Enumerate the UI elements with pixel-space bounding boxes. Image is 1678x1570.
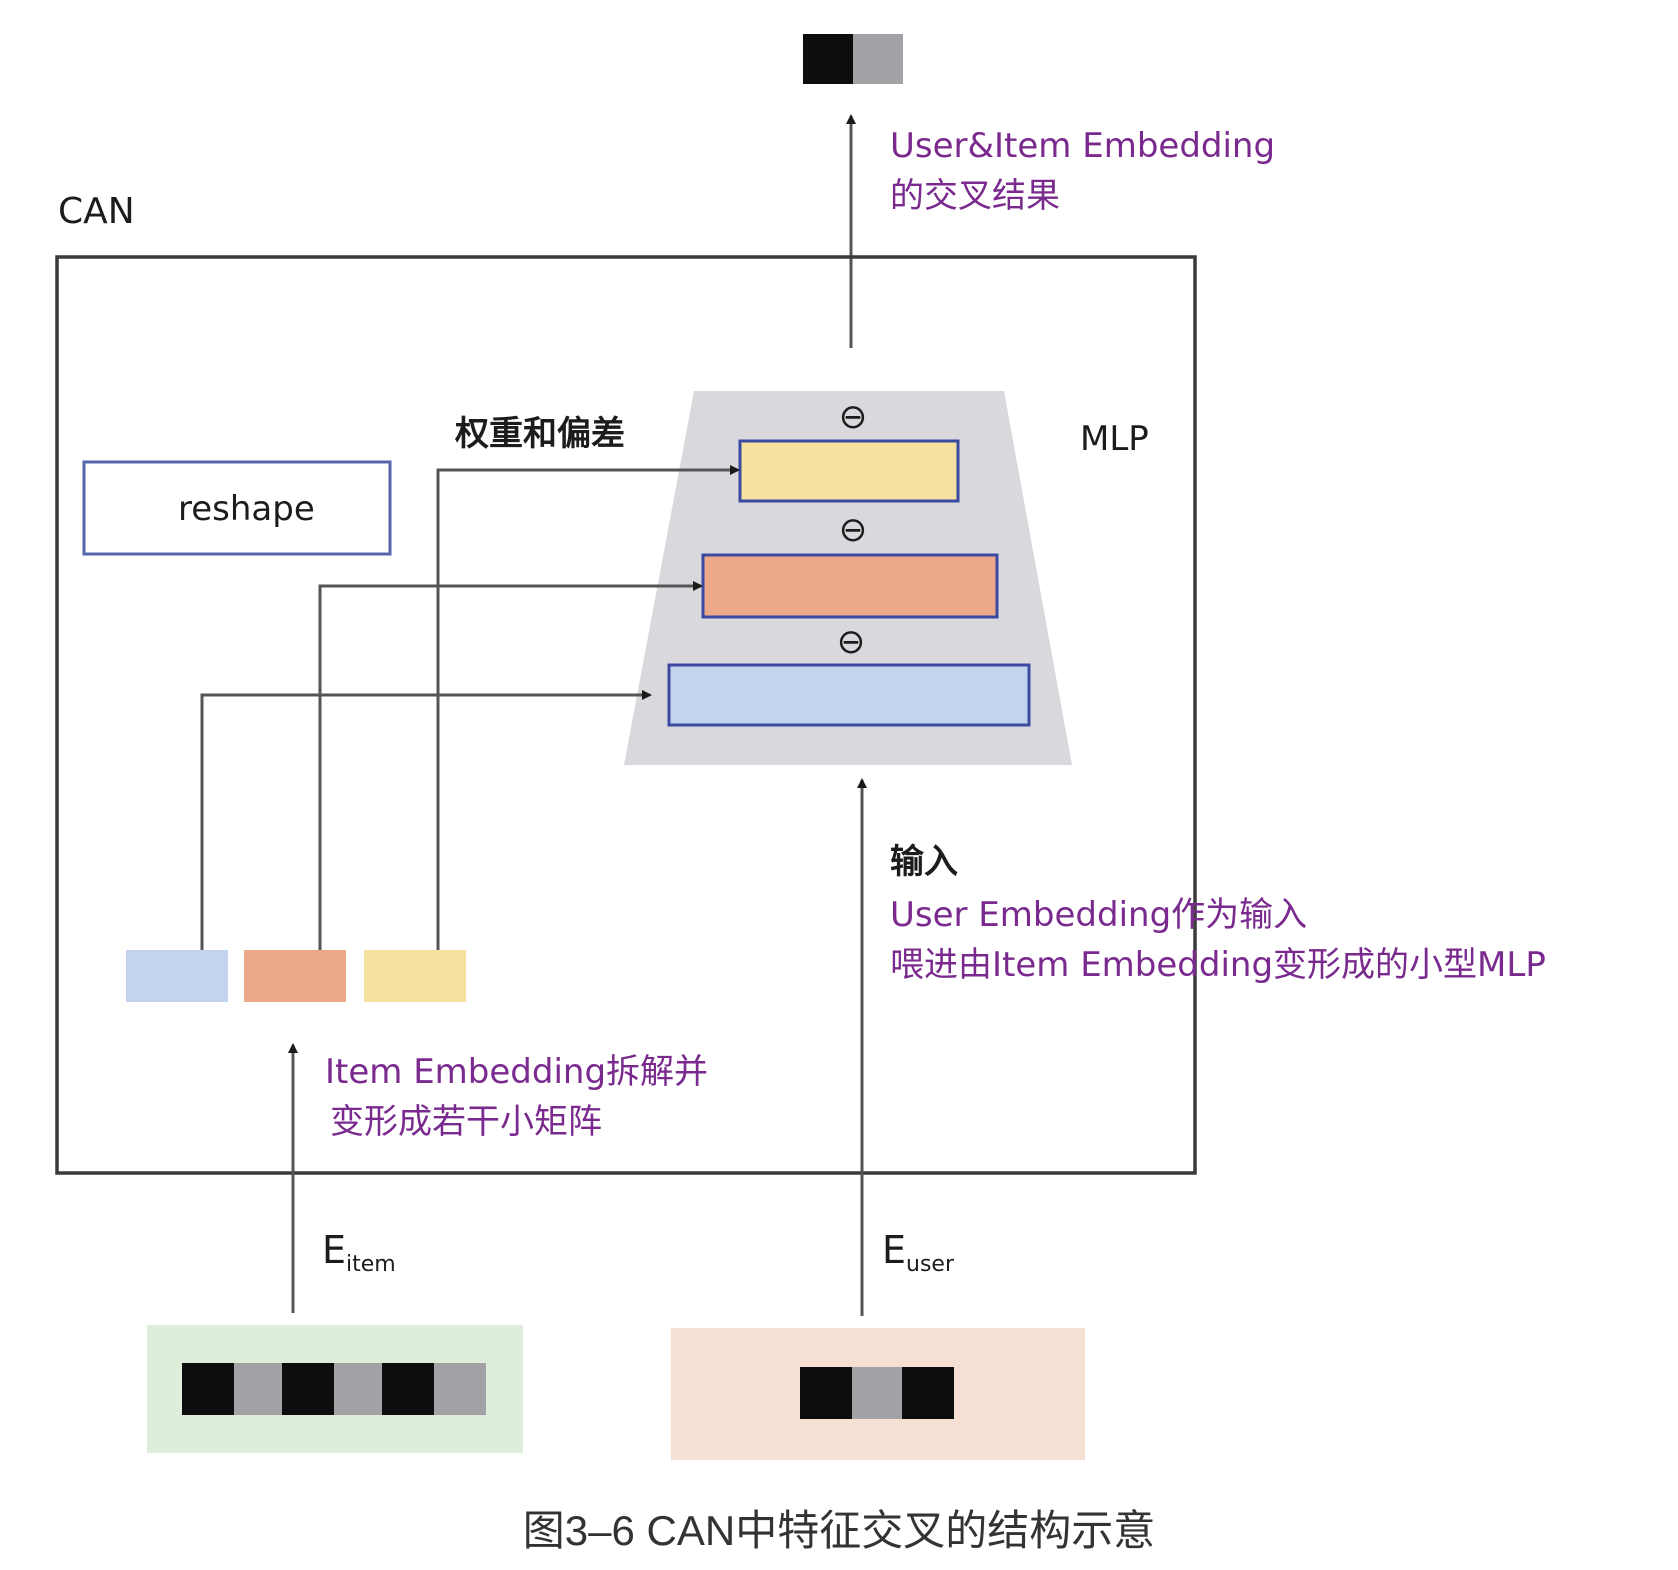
- input-title: 输入: [890, 842, 958, 882]
- reshape-box: [82, 460, 392, 556]
- item-note-line2: 变形成若干小矩阵: [330, 1102, 602, 1142]
- activation-icon: ⊖: [837, 622, 866, 662]
- mlp-layer-middle: [701, 553, 999, 619]
- connector-to-middle-layer: [318, 581, 703, 950]
- e-item-label: Eitem: [322, 1228, 396, 1277]
- mlp-layer-bottom: [667, 663, 1031, 727]
- can-label: CAN: [58, 191, 135, 232]
- connector-to-top-layer: [436, 465, 740, 950]
- input-note-line1: User Embedding作为输入: [890, 895, 1307, 935]
- small-matrix-blue: [126, 950, 228, 1002]
- output-note-line1: User&Item Embedding: [890, 126, 1275, 166]
- activation-icon: ⊖: [839, 510, 868, 550]
- small-matrix-yellow: [364, 950, 466, 1002]
- e-user-label: Euser: [882, 1228, 955, 1277]
- reshape-label: reshape: [178, 489, 315, 529]
- output-vector: [803, 34, 903, 84]
- connector-to-bottom-layer: [200, 690, 652, 950]
- small-matrix-orange: [244, 950, 346, 1002]
- input-note-line2: 喂进由Item Embedding变形成的小型MLP: [890, 945, 1546, 985]
- output-note-line2: 的交叉结果: [890, 176, 1060, 216]
- figure-caption: 图3–6 CAN中特征交叉的结构示意: [523, 1507, 1155, 1554]
- can-box: [55, 255, 1197, 1175]
- mlp-label: MLP: [1080, 419, 1149, 459]
- item-embedding-box: [147, 1325, 523, 1453]
- weights-bias-label: 权重和偏差: [454, 414, 625, 454]
- mlp-layer-top: [738, 439, 960, 503]
- item-note-line1: Item Embedding拆解并: [325, 1052, 708, 1092]
- activation-icon: ⊖: [839, 397, 868, 437]
- user-embedding-box: [671, 1328, 1085, 1460]
